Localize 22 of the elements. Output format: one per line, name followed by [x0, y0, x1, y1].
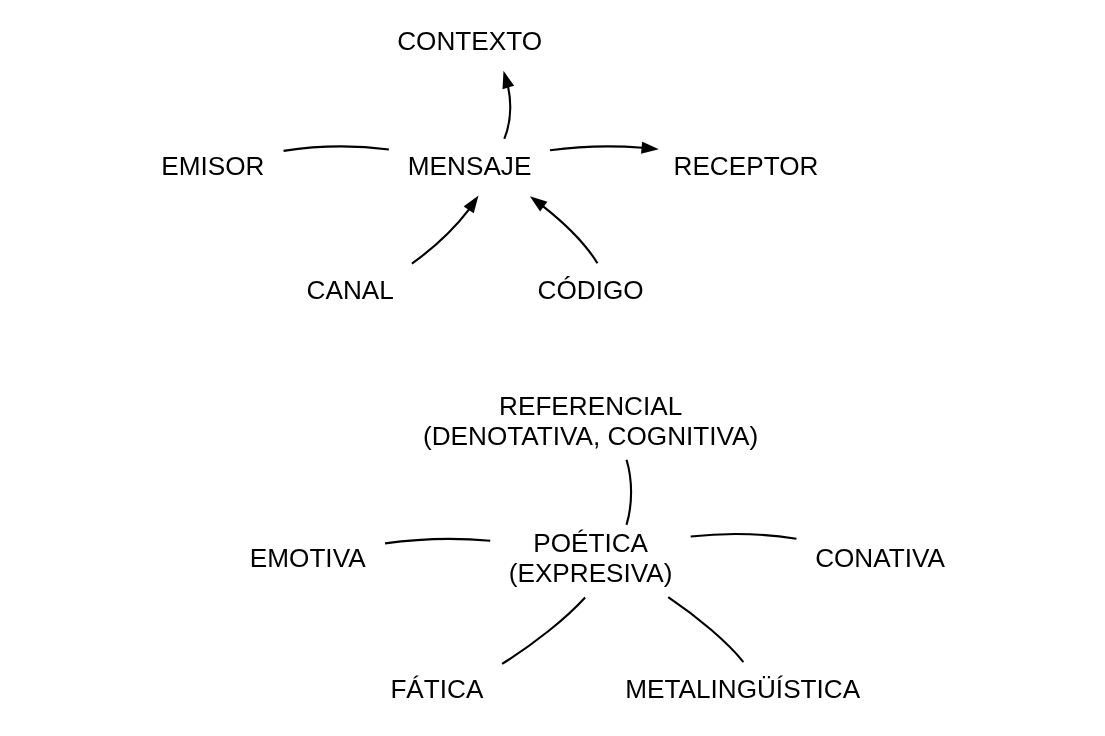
node-text: RECEPTOR: [673, 150, 818, 181]
connector: [282, 145, 389, 152]
connector: [624, 459, 632, 526]
node-text: POÉTICA (EXPRESIVA): [508, 528, 672, 588]
arrow: [549, 141, 659, 154]
node-text: REFERENCIAL (DENOTATIVA, COGNITIVA): [422, 391, 758, 451]
node-text: CANAL: [306, 274, 394, 305]
node-text: CÓDIGO: [537, 274, 644, 305]
connector: [667, 596, 744, 663]
node-text: MENSAJE: [407, 150, 531, 181]
node-text: FÁTICA: [389, 674, 483, 704]
node-text: EMOTIVA: [249, 543, 366, 574]
node-text: METALINGÜÍSTICA: [624, 674, 860, 704]
node-text: EMISOR: [160, 150, 264, 181]
arrow: [529, 196, 598, 264]
arrow: [410, 195, 479, 265]
node-text: CONATIVA: [814, 543, 945, 574]
arrow: [502, 70, 514, 140]
node-text: CONTEXTO: [396, 26, 542, 57]
connector: [501, 596, 586, 665]
connector: [384, 537, 490, 545]
connector: [690, 532, 797, 540]
